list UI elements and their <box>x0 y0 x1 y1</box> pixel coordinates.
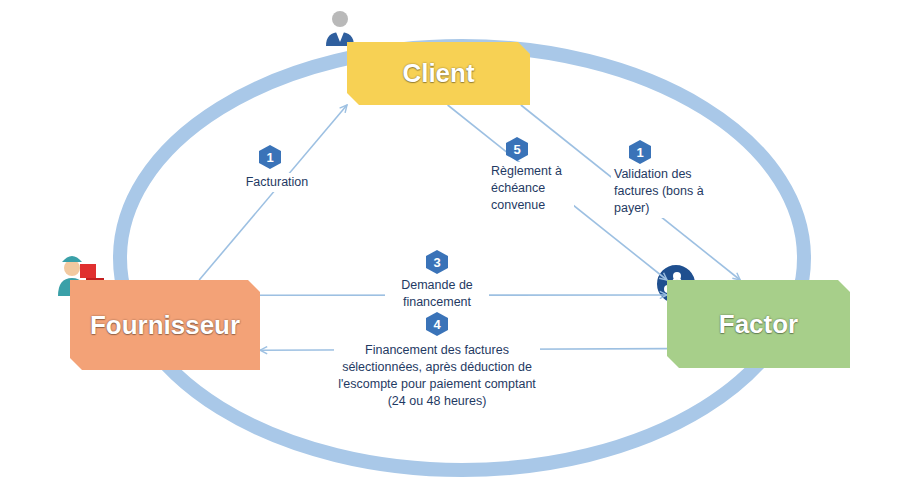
callout-number: 3 <box>426 250 448 274</box>
callout-number: 1 <box>629 140 651 164</box>
person-head <box>332 11 348 27</box>
edge-label: Demande de financement <box>385 276 489 312</box>
box-title: Factor <box>719 309 798 340</box>
callout-number: 5 <box>506 137 528 161</box>
process-box: Client <box>347 42 530 105</box>
process-box: Factor <box>667 280 850 368</box>
client-icon <box>324 11 356 46</box>
edge-label: Financement des factures sélectionnées, … <box>334 341 540 411</box>
callout-number: 1 <box>259 145 281 169</box>
callout-number: 4 <box>426 312 448 336</box>
share-dot <box>673 272 681 280</box>
box-title: Client <box>402 58 474 89</box>
person-head <box>64 260 80 276</box>
box-title: Fournisseur <box>90 310 240 341</box>
edge-label: Validation des factures (bons à payer) <box>611 165 713 218</box>
person-cap <box>62 256 82 262</box>
person-collar <box>336 32 344 42</box>
edge-label: Facturation <box>234 173 320 192</box>
flow-arrow <box>199 105 347 280</box>
cycle-ellipse <box>120 46 804 470</box>
parcel <box>80 264 96 278</box>
process-box: Fournisseur <box>70 280 260 370</box>
edge-label: Règlement à échéance convenue <box>488 162 574 215</box>
